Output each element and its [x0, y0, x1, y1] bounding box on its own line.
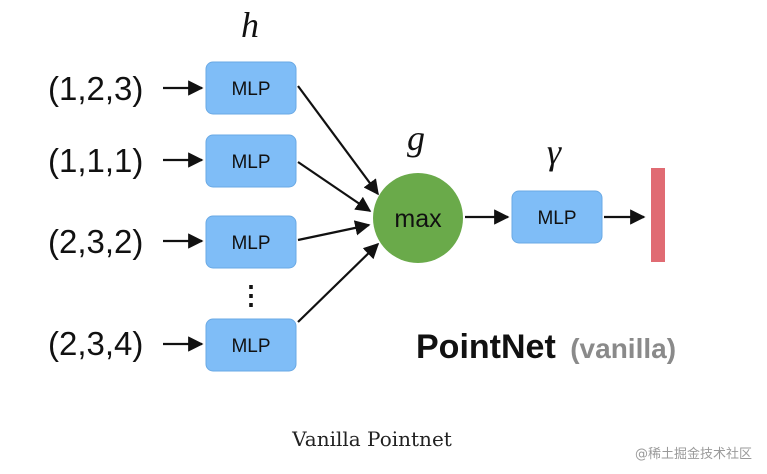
mlp-label: MLP: [231, 336, 270, 357]
mlp-to-max-arrow: [297, 85, 379, 196]
output-vector-bar: [651, 168, 665, 262]
title-sub: (vanilla): [570, 333, 676, 364]
diagram-title: PointNet (vanilla): [416, 328, 676, 366]
input-point-label: (1,2,3): [48, 70, 143, 107]
title-main: PointNet: [416, 328, 556, 366]
mlp-box: [205, 318, 297, 372]
g-symbol: g: [407, 118, 425, 158]
mlp-label: MLP: [231, 79, 270, 100]
input-point-label: (1,1,1): [48, 142, 143, 179]
h-symbol: h: [241, 5, 259, 45]
input-point-label: (2,3,4): [48, 325, 143, 362]
mlp-to-max-arrow: [297, 242, 380, 323]
max-label: max: [394, 205, 442, 233]
max-pool-node: [373, 173, 463, 263]
mlp-box: [205, 215, 297, 269]
ellipsis: ⋮: [238, 280, 264, 310]
mlp-to-max-arrow: [297, 161, 372, 212]
figure-caption: Vanilla Pointnet: [291, 427, 452, 451]
watermark: @稀土掘金技术社区: [635, 446, 752, 462]
mlp-label: MLP: [231, 152, 270, 173]
mlp-label: MLP: [231, 233, 270, 254]
mlp-to-max-arrow: [297, 220, 371, 242]
mlp-box: [205, 134, 297, 188]
output-mlp-label: MLP: [537, 208, 576, 229]
input-point-label: (2,3,2): [48, 223, 143, 260]
output-mlp-box: [511, 190, 603, 244]
mlp-box: [205, 61, 297, 115]
gamma-symbol: γ: [547, 132, 562, 172]
